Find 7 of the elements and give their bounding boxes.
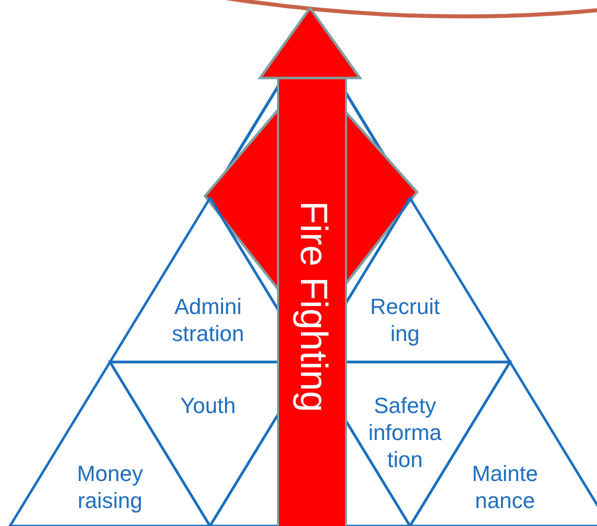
triangle-label: Mainte nance: [470, 460, 540, 514]
triangle-label: Money raising: [76, 460, 144, 514]
triangle-label: Youth: [179, 392, 237, 418]
triangle-label: Safety informa tion: [367, 392, 443, 472]
triangle-label: Admini stration: [170, 293, 246, 347]
arrow-label: Fire Fighting: [290, 200, 334, 412]
triangle-label: Recruit ing: [369, 293, 441, 347]
